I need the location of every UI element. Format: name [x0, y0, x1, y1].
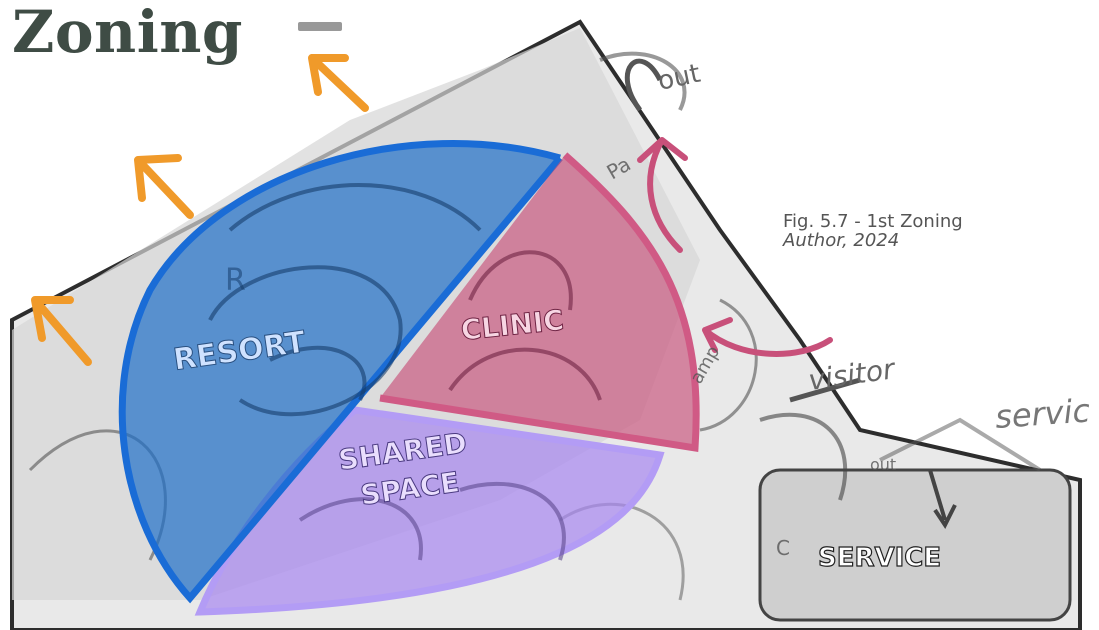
annotation-c: C	[776, 536, 790, 560]
annotation-out-2: out	[870, 455, 896, 474]
annotation-service: servic	[994, 391, 1092, 436]
annotation-r: R	[225, 263, 246, 298]
figure-caption-author: Author, 2024	[783, 231, 963, 250]
arrow-icon	[138, 158, 190, 215]
figure-caption: Fig. 5.7 - 1st Zoning Author, 2024	[783, 212, 963, 250]
annotation-visitor: visitor	[806, 352, 898, 397]
figure-caption-title: Fig. 5.7 - 1st Zoning	[783, 212, 963, 231]
zone-label-service: SERVICE	[818, 543, 941, 573]
page-title: Zoning	[12, 0, 243, 66]
arrow-icon	[312, 58, 365, 108]
annotation-out: out	[655, 59, 703, 97]
sketch-tab	[298, 22, 342, 31]
